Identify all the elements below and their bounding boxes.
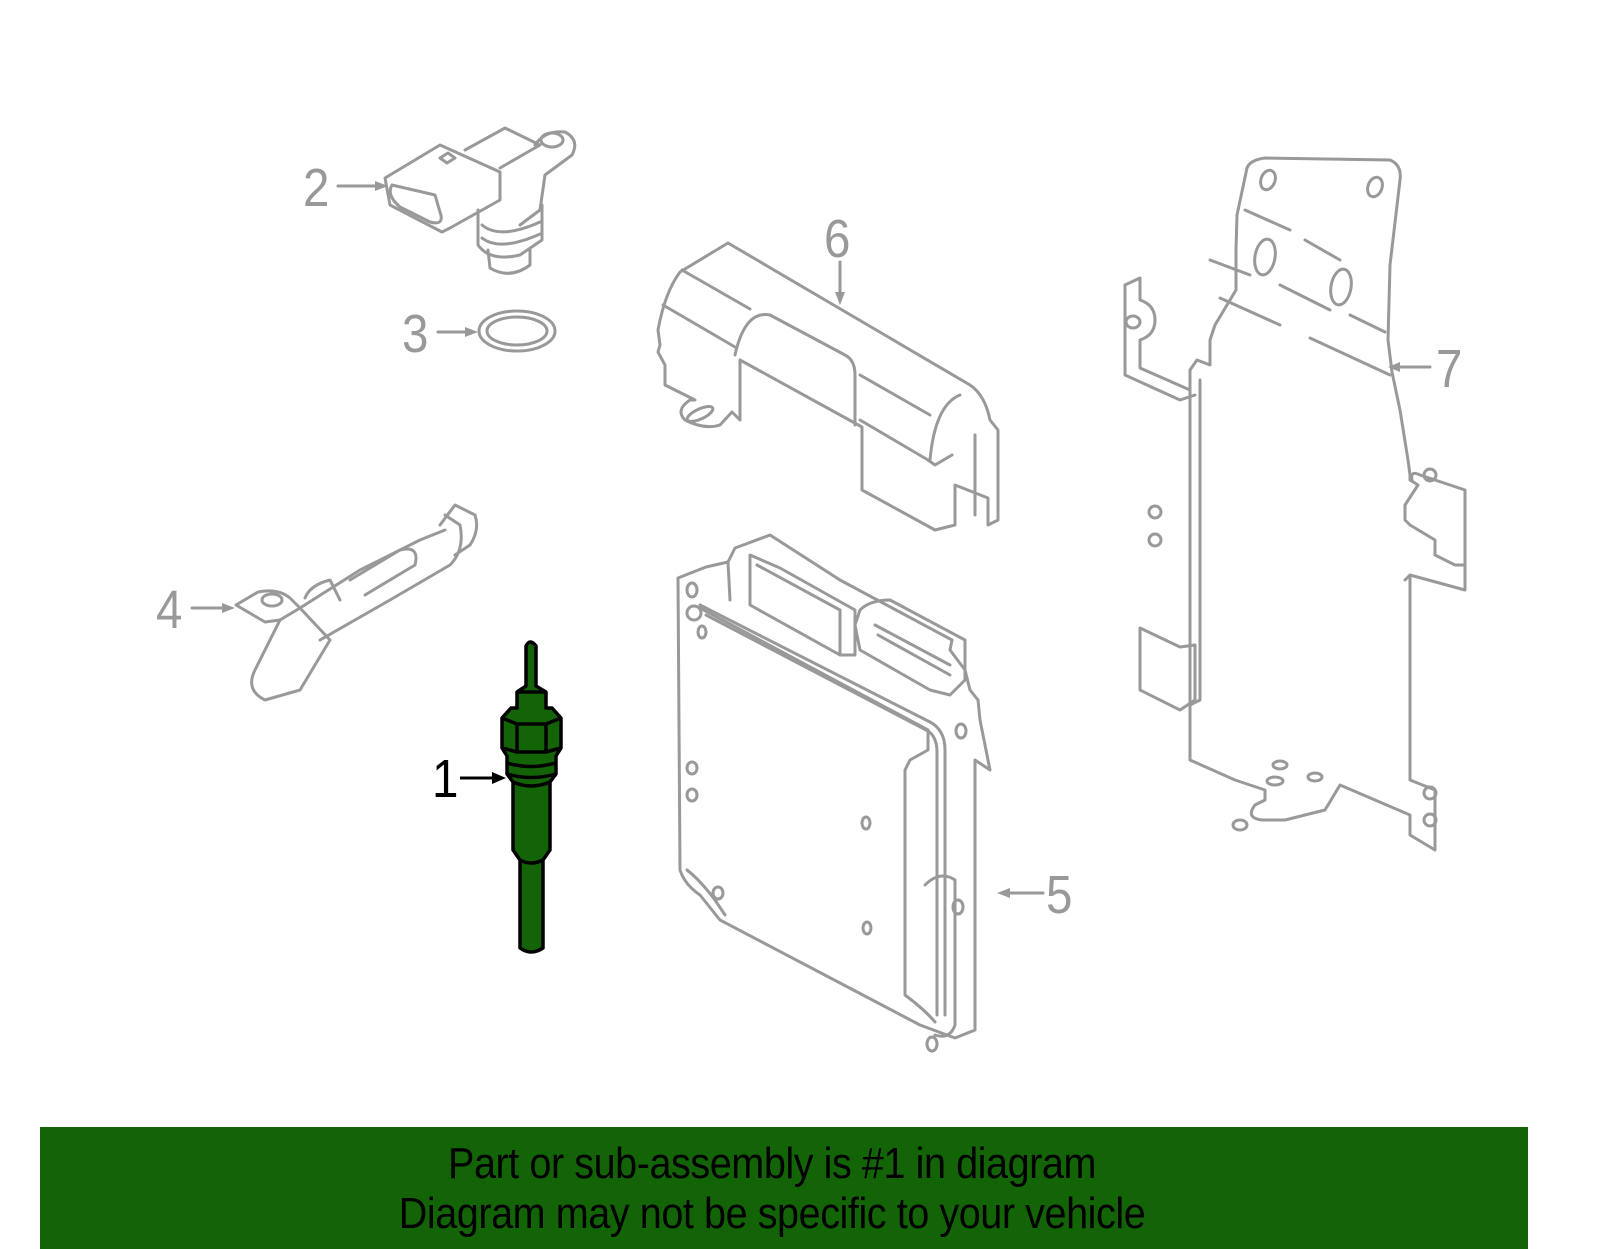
part-4-crank-sensor-drawing[interactable] (234, 503, 479, 702)
callout-2[interactable]: 2 (303, 158, 330, 218)
banner-disclaimer: Diagram may not be specific to your vehi… (398, 1189, 1146, 1238)
part-1-glow-plug-drawing[interactable] (500, 638, 563, 954)
leader-arrow-1 (460, 772, 506, 784)
banner-part-note: Part or sub-assembly is #1 in diagram (447, 1139, 1097, 1188)
part-6-ecm-cover-drawing[interactable] (656, 241, 1000, 532)
callout-7[interactable]: 7 (1436, 339, 1463, 399)
info-banner: Part or sub-assembly is #1 in diagram Di… (40, 1127, 1528, 1249)
part-3-o-ring-drawing[interactable] (477, 309, 557, 353)
leader-arrows (190, 181, 1432, 898)
part-2-camshaft-sensor-drawing[interactable] (383, 126, 577, 275)
callout-3[interactable]: 3 (402, 304, 429, 364)
part-7-bracket-drawing[interactable] (1123, 156, 1467, 852)
part-5-ecm-drawing[interactable] (676, 533, 992, 1053)
callout-4[interactable]: 4 (156, 580, 183, 640)
callout-6[interactable]: 6 (824, 209, 851, 269)
callout-1[interactable]: 1 (432, 749, 459, 809)
callout-5[interactable]: 5 (1046, 865, 1073, 925)
